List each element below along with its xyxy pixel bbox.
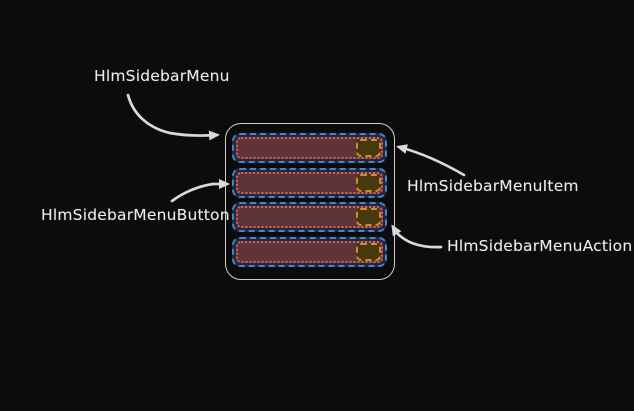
label-hlm-sidebar-menu-button: HlmSidebarMenuButton <box>41 206 230 224</box>
sidebar-menu-action <box>356 173 381 192</box>
sidebar-menu-container <box>225 123 395 280</box>
arrow-to-button <box>170 179 230 203</box>
label-hlm-sidebar-menu-action: HlmSidebarMenuAction <box>447 237 633 255</box>
sidebar-menu-action <box>356 139 381 157</box>
sidebar-menu-item <box>232 236 387 267</box>
label-hlm-sidebar-menu-item: HlmSidebarMenuItem <box>407 177 579 195</box>
arrow-to-item <box>396 144 466 177</box>
sidebar-menu-item <box>232 133 387 163</box>
label-hlm-sidebar-menu: HlmSidebarMenu <box>94 67 230 85</box>
sidebar-menu-item <box>232 167 387 198</box>
sidebar-menu-button <box>236 206 383 229</box>
sidebar-menu-item <box>232 202 387 233</box>
sidebar-menu-action <box>356 242 381 261</box>
sidebar-menu-button <box>236 137 383 159</box>
arrow-to-action <box>391 224 443 249</box>
sidebar-menu-button <box>236 171 383 194</box>
arrow-to-menu <box>126 93 220 141</box>
sidebar-menu-action <box>356 208 381 227</box>
sidebar-menu-button <box>236 240 383 263</box>
